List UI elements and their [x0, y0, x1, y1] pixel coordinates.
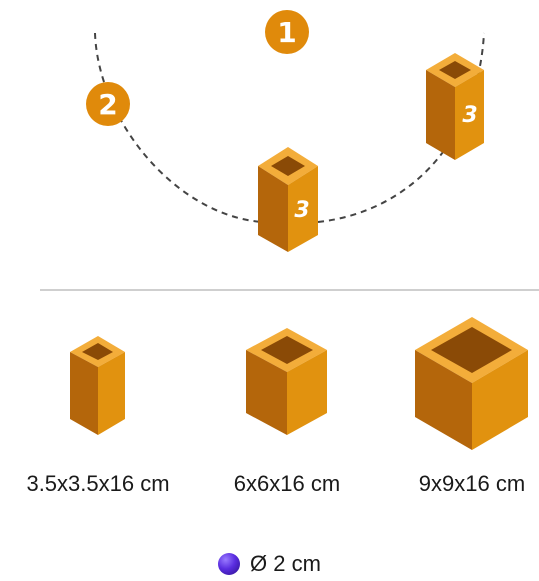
ball-diameter-label: Ø 2 cm [250, 551, 321, 576]
center-tube-label: 3 [294, 198, 309, 223]
right-tube-label: 3 [462, 103, 477, 128]
container-small [70, 336, 125, 435]
step-1-number: 1 [277, 16, 296, 49]
center-tube: 3 [258, 147, 318, 252]
container-medium-size-label: 6x6x16 cm [233, 471, 341, 496]
container-small-size-label: 3.5x3.5x16 cm [26, 471, 170, 496]
container-large-size-label: 9x9x16 cm [418, 471, 526, 496]
ball-legend: Ø 2 cm [0, 551, 539, 577]
right-tube: 3 [426, 53, 484, 160]
step-1-badge: 1 [265, 10, 309, 54]
container-large [415, 317, 528, 450]
container-medium [246, 328, 327, 435]
step-2-badge: 2 [86, 82, 130, 126]
ball-icon [218, 553, 241, 575]
step-2-number: 2 [98, 88, 117, 121]
